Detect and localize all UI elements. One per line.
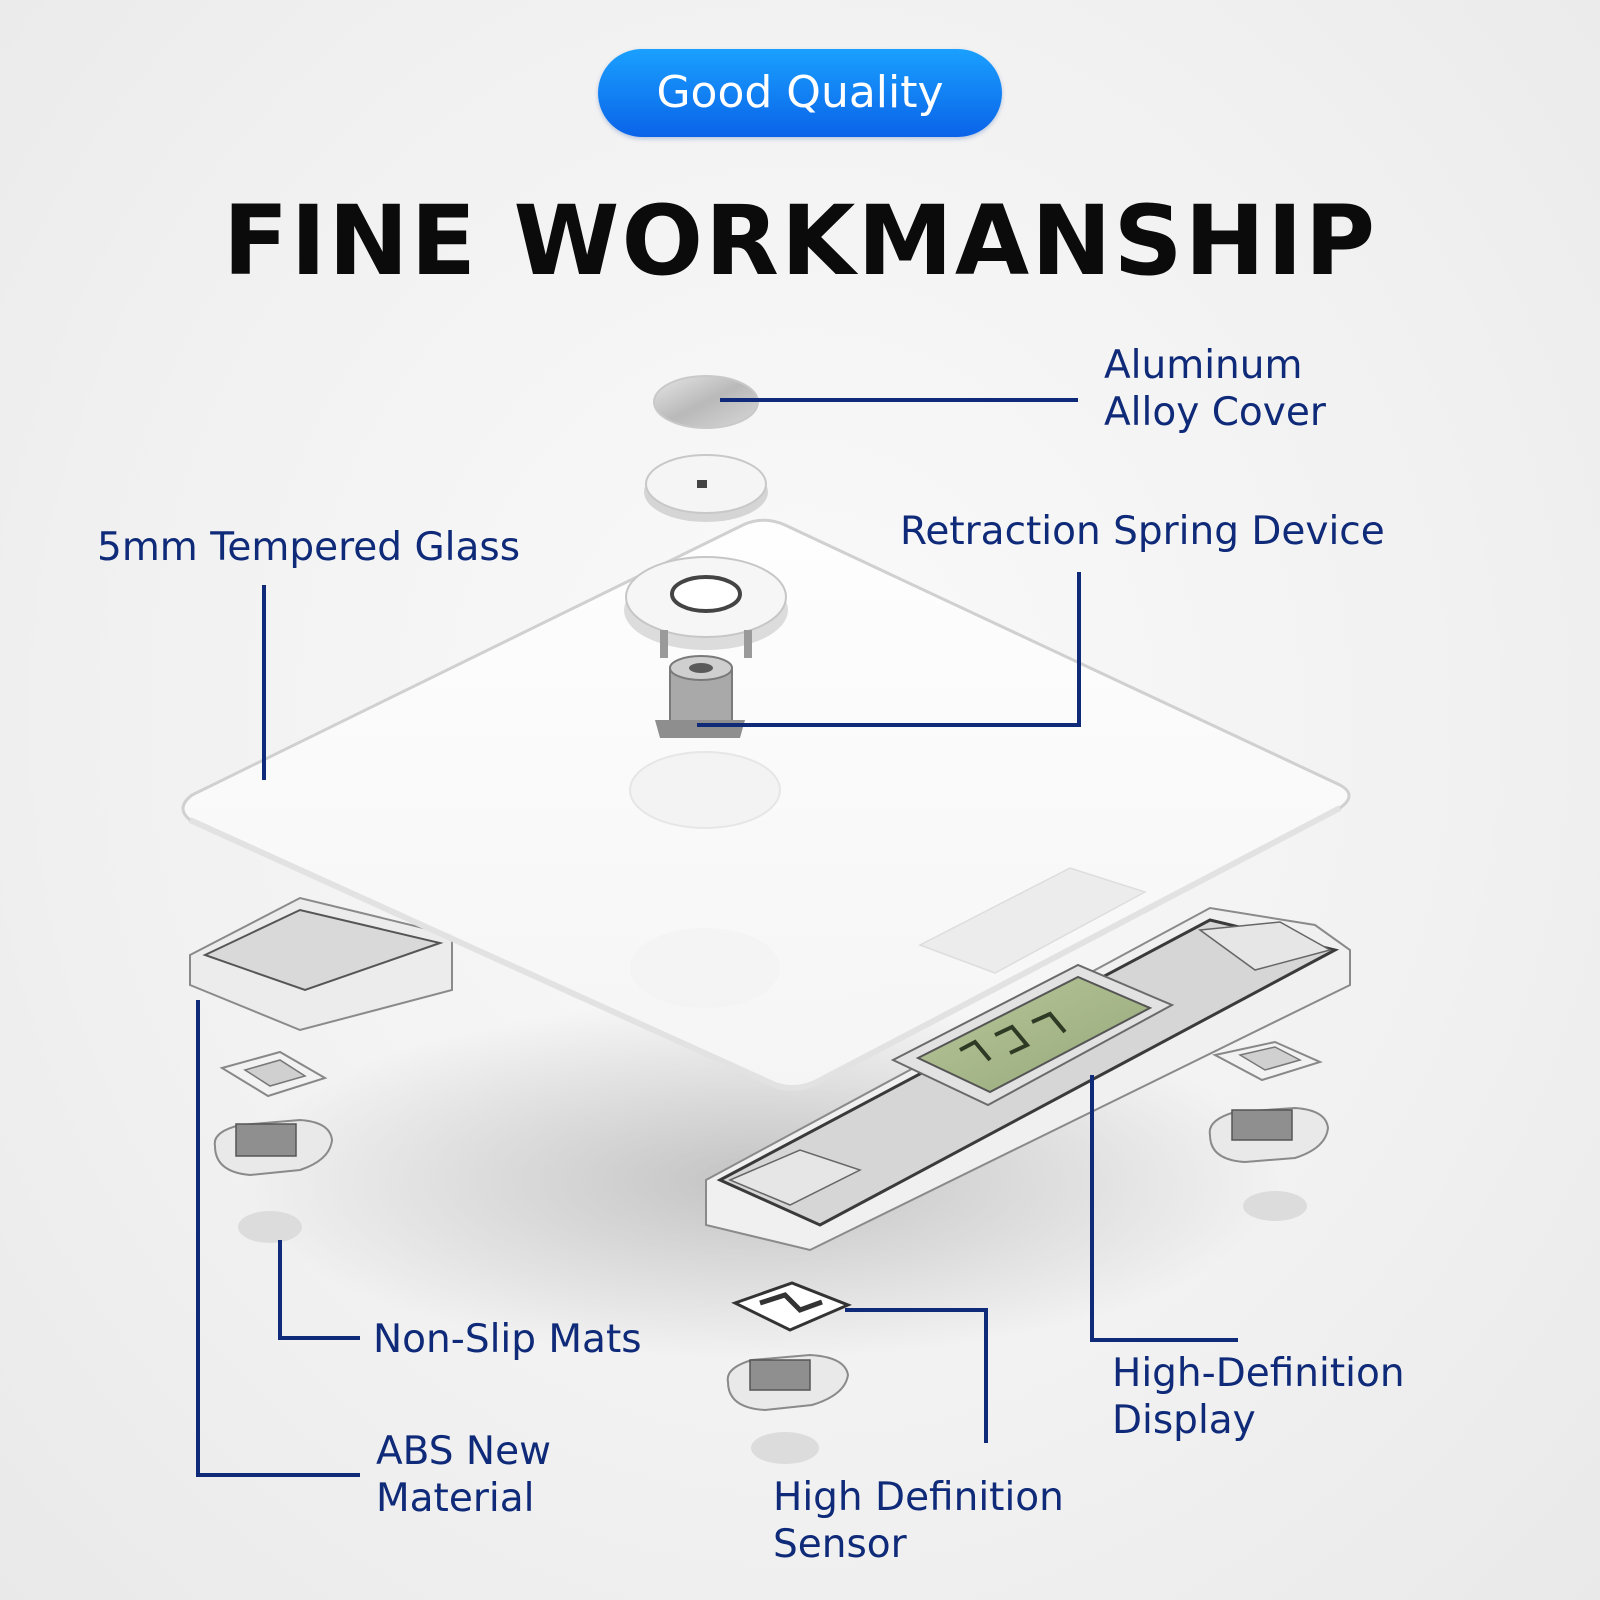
callout-line: 5mm Tempered Glass — [97, 525, 521, 570]
tempered-glass-plate — [181, 518, 1351, 1091]
leader-lines — [196, 398, 1238, 1477]
callout-line: Retraction Spring Device — [900, 509, 1385, 554]
callout-line: High Definition — [773, 1475, 1064, 1520]
spring-ring — [624, 556, 788, 658]
leader-abs-material — [196, 1000, 360, 1477]
right-foot-housing — [1208, 1106, 1330, 1164]
callout-line: High-Definition — [1112, 1351, 1405, 1396]
right-non-slip-mat — [1243, 1191, 1307, 1221]
callout-non-slip-mats: Non-Slip Mats — [373, 1316, 642, 1363]
good-quality-badge: Good Quality — [598, 49, 1002, 137]
high-definition-sensor-part — [731, 1281, 852, 1332]
lcd-display-module — [890, 963, 1175, 1107]
callout-line: ABS New — [376, 1429, 551, 1474]
leader-sensor — [845, 1308, 988, 1443]
left-sensor-clip — [219, 1050, 328, 1098]
callout-line: Non-Slip Mats — [373, 1317, 642, 1362]
callout-line: Aluminum — [1104, 343, 1303, 388]
right-sensor-clip — [1212, 1040, 1323, 1082]
left-base-bracket — [189, 896, 453, 1032]
left-foot-housing — [213, 1118, 334, 1177]
callout-line: Sensor — [773, 1522, 907, 1567]
page-title: FINE WORKMANSHIP — [222, 185, 1378, 297]
leader-display — [1090, 1075, 1238, 1342]
leader-non-slip-mats — [278, 1240, 360, 1340]
callout-line: Display — [1112, 1398, 1256, 1443]
display-window — [918, 867, 1147, 974]
callout-high-definition-sensor: High Definition Sensor — [773, 1474, 1064, 1568]
callout-aluminum-alloy-cover: Aluminum Alloy Cover — [1104, 342, 1326, 436]
callout-retraction-spring-device: Retraction Spring Device — [900, 508, 1385, 555]
center-non-slip-mat — [751, 1432, 819, 1464]
leader-spring-device — [697, 572, 1081, 727]
callout-tempered-glass: 5mm Tempered Glass — [97, 524, 520, 571]
center-foot-housing — [726, 1353, 850, 1412]
left-non-slip-mat — [238, 1211, 302, 1243]
button-disc — [644, 454, 768, 522]
callout-line: Material — [376, 1476, 535, 1521]
callout-line: Alloy Cover — [1104, 390, 1326, 435]
callout-high-definition-display: High-Definition Display — [1112, 1350, 1405, 1444]
spring-housing — [655, 655, 745, 738]
callout-abs-new-material: ABS New Material — [376, 1428, 551, 1522]
